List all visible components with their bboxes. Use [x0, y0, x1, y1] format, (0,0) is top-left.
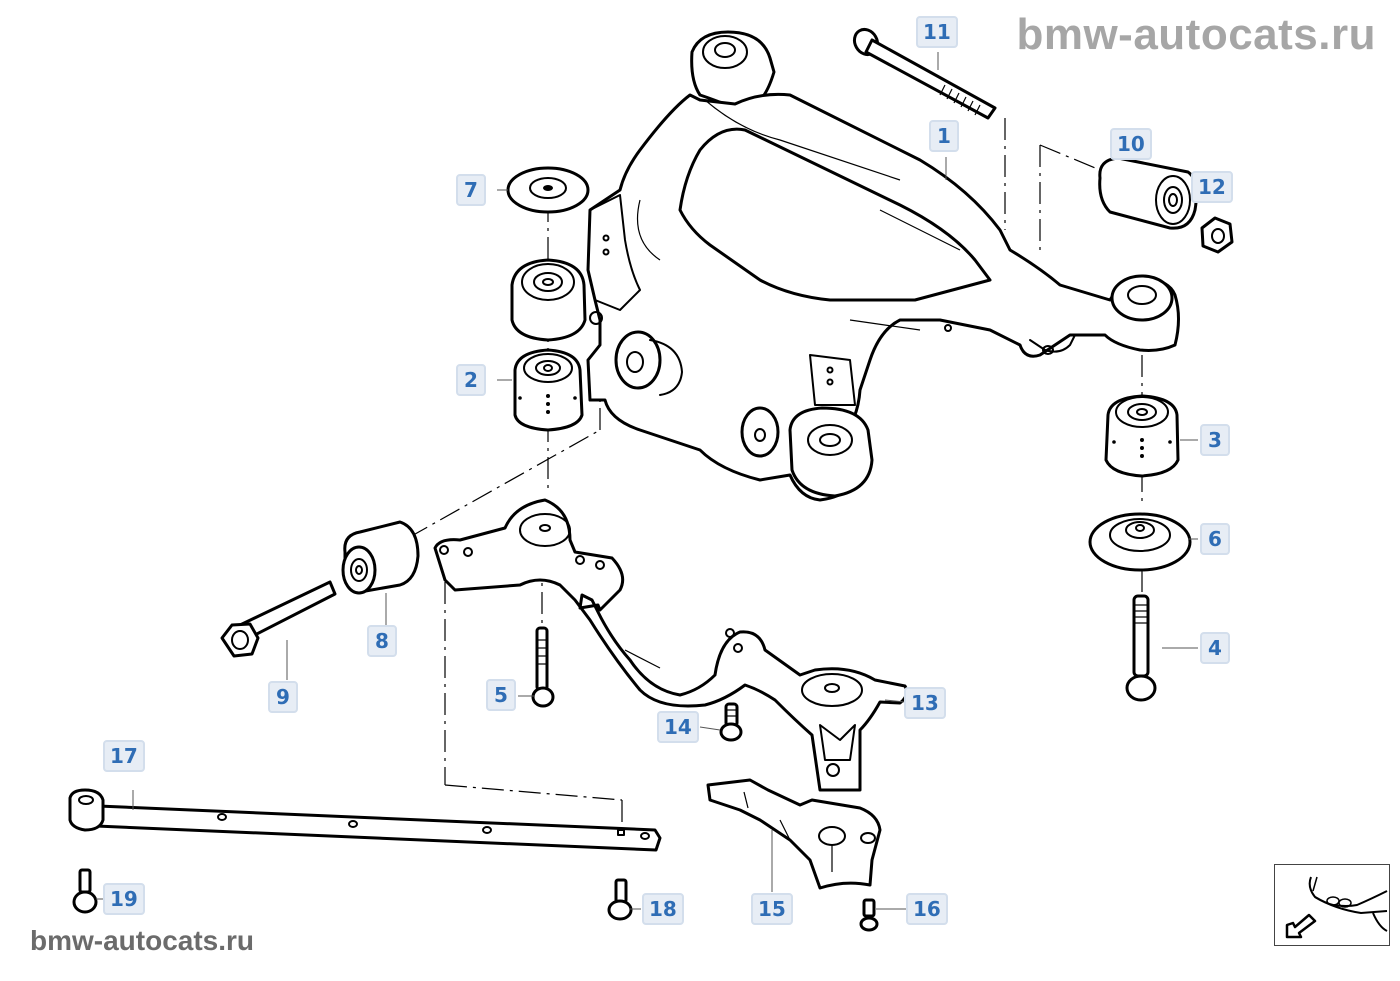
callout-2[interactable]: 2	[456, 364, 486, 396]
nut-12-part[interactable]	[1200, 216, 1234, 254]
bolt-14-part[interactable]	[719, 702, 743, 742]
callout-14[interactable]: 14	[657, 711, 699, 743]
arrow-back-icon[interactable]	[1283, 907, 1323, 941]
callout-leaders	[96, 52, 1198, 910]
rubber-mount-upper	[510, 258, 587, 342]
vehicle-locator-thumbnail[interactable]	[1274, 864, 1390, 946]
callout-19[interactable]: 19	[103, 883, 145, 915]
long-bolt-11-part[interactable]	[850, 25, 997, 120]
callout-10[interactable]: 10	[1110, 128, 1152, 160]
bushing-10-part[interactable]	[1098, 156, 1198, 230]
bolt-16-part[interactable]	[859, 898, 879, 932]
callout-15[interactable]: 15	[751, 893, 793, 925]
callout-13[interactable]: 13	[904, 687, 946, 719]
bolt-18-part[interactable]	[607, 878, 633, 921]
callout-5[interactable]: 5	[486, 679, 516, 711]
diff-carrier-13-part[interactable]	[433, 498, 909, 792]
rubber-mount-left-part[interactable]	[513, 348, 584, 432]
callout-8[interactable]: 8	[367, 625, 397, 657]
callout-17[interactable]: 17	[103, 740, 145, 772]
callout-18[interactable]: 18	[642, 893, 684, 925]
bolt-19-part[interactable]	[72, 868, 98, 914]
watermark-bottom: bmw-autocats.ru	[30, 925, 255, 956]
stop-washer-6-part[interactable]	[1088, 512, 1192, 572]
callout-1[interactable]: 1	[929, 120, 959, 152]
assembly-lines	[407, 118, 1143, 825]
stop-washer-top-part[interactable]	[506, 166, 590, 214]
callout-9[interactable]: 9	[268, 681, 298, 713]
callout-6[interactable]: 6	[1200, 523, 1230, 555]
hex-bolt-9-part[interactable]	[220, 580, 337, 658]
callout-11[interactable]: 11	[916, 16, 958, 48]
car-front-icon	[1308, 876, 1388, 932]
bushing-8-part[interactable]	[341, 520, 420, 595]
callout-7[interactable]: 7	[456, 174, 486, 206]
callout-12[interactable]: 12	[1191, 171, 1233, 203]
callout-3[interactable]: 3	[1200, 424, 1230, 456]
bolt-5-part[interactable]	[531, 626, 555, 708]
rear-axle-carrier-part[interactable]	[586, 30, 1180, 502]
bolt-4-part[interactable]	[1125, 594, 1157, 702]
callout-4[interactable]: 4	[1200, 632, 1230, 664]
callout-16[interactable]: 16	[906, 893, 948, 925]
strut-17-part[interactable]	[68, 788, 662, 852]
rubber-mount-right-part[interactable]	[1104, 394, 1180, 478]
watermark-top: bmw-autocats.ru	[1016, 10, 1376, 59]
bracket-15-part[interactable]	[706, 778, 882, 890]
